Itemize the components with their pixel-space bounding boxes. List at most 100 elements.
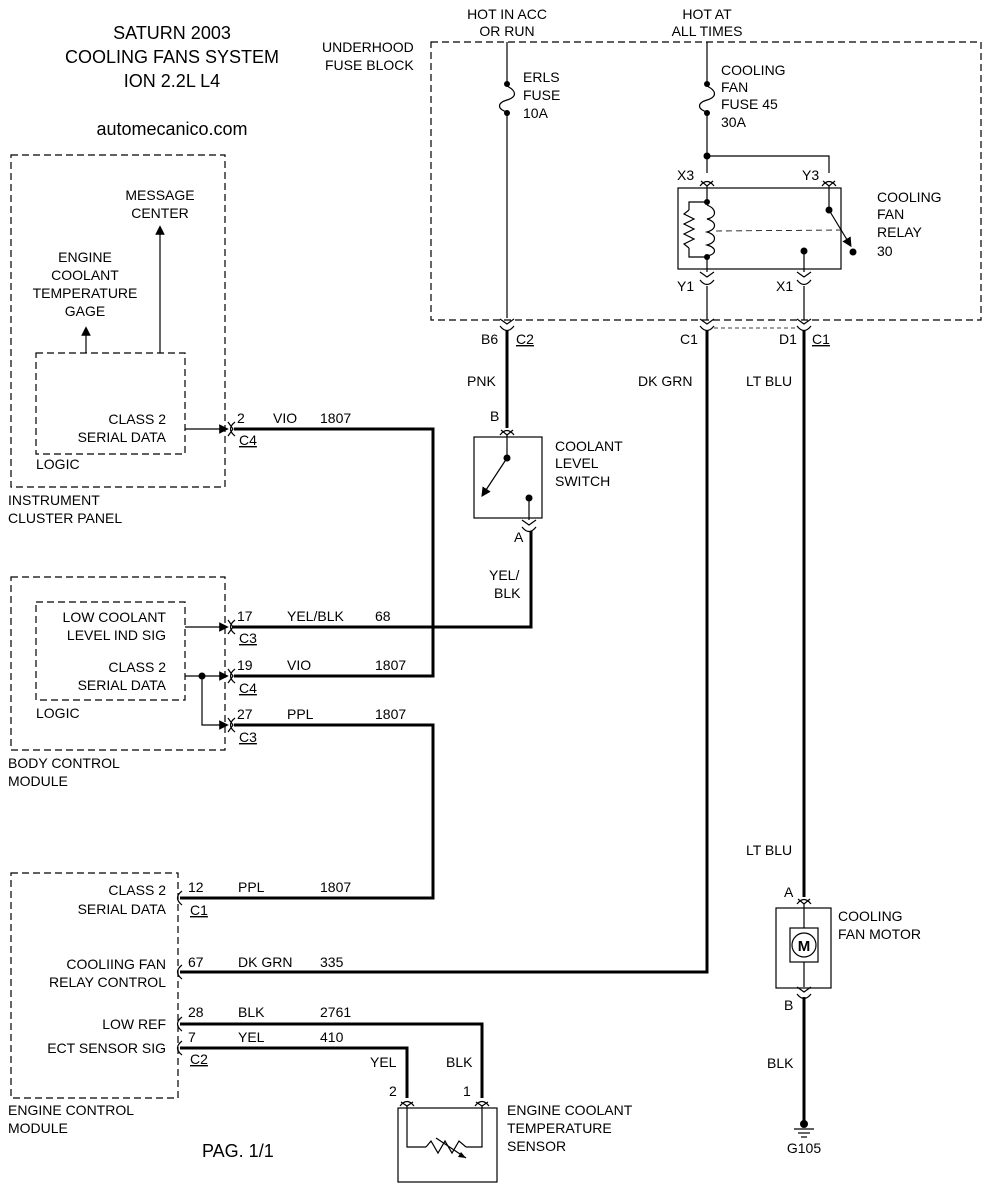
bcm-conn-c4-19: C4 bbox=[239, 680, 257, 696]
fuse-block-label-1: UNDERHOOD bbox=[322, 39, 414, 55]
bcm-class2-label-2: SERIAL DATA bbox=[78, 677, 167, 693]
cooling-fan-relay: X3 Y3 Y1 X1 COOLING FAN RELAY bbox=[677, 167, 942, 294]
wire-dk-grn-top-label: DK GRN bbox=[638, 373, 692, 389]
instrument-cluster-panel: MESSAGE CENTER ENGINE COOLANT TEMPERATUR… bbox=[8, 154, 257, 526]
ecm-pin-7: 7 bbox=[188, 1029, 196, 1045]
title-line-2: COOLING FANS SYSTEM bbox=[65, 47, 279, 67]
bcm-27-wire-circuit: 1807 bbox=[375, 706, 406, 722]
relay-label-3: RELAY bbox=[877, 224, 923, 240]
motor-pin-b: B bbox=[784, 997, 793, 1013]
sensor-label-3: SENSOR bbox=[507, 1138, 566, 1154]
ecm-conn-c1: C1 bbox=[190, 902, 208, 918]
motor-symbol: M bbox=[798, 938, 811, 955]
erls-label-1: ERLS bbox=[523, 69, 560, 85]
cooling-fan-fuse-45: COOLING FAN FUSE 45 30A bbox=[698, 42, 830, 173]
ipc-logic-label: LOGIC bbox=[36, 456, 80, 472]
ecm-pin-12: 12 bbox=[188, 879, 204, 895]
conn-c2-top: C2 bbox=[516, 331, 534, 347]
sensor-label-2: TEMPERATURE bbox=[507, 1120, 612, 1136]
motor-label-1: COOLING bbox=[838, 908, 903, 924]
switch-label-2: LEVEL bbox=[555, 455, 599, 471]
conn-c1-d1: C1 bbox=[812, 331, 830, 347]
cooling-fan-motor: A M B COOLING FAN MOTOR bbox=[775, 884, 921, 1013]
underhood-fuse-block-outline bbox=[430, 41, 982, 321]
relay-label-4: 30 bbox=[877, 243, 893, 259]
ecm-12-wire-circuit: 1807 bbox=[320, 879, 351, 895]
relay-pin-x3: X3 bbox=[677, 167, 694, 183]
coolant-level-switch: B A COOLANT LEVEL SWITCH bbox=[473, 408, 623, 545]
hot-acc-label-2: OR RUN bbox=[479, 23, 534, 39]
fan-fuse-label-3: FUSE 45 bbox=[721, 96, 778, 112]
conn-b6: B6 bbox=[481, 331, 498, 347]
ipc-class2-label-1: CLASS 2 bbox=[108, 411, 166, 427]
ecm-ect-label: ECT SENSOR SIG bbox=[47, 1040, 166, 1056]
body-control-module: LOW COOLANT LEVEL IND SIG CLASS 2 SERIAL… bbox=[8, 576, 257, 789]
gage-label-4: GAGE bbox=[65, 303, 105, 319]
bcm-low-coolant-label-2: LEVEL IND SIG bbox=[67, 627, 166, 643]
bcm-19-wire-circuit: 1807 bbox=[375, 657, 406, 673]
ecm-label-2: MODULE bbox=[8, 1120, 68, 1136]
conn-c1-y1: C1 bbox=[680, 331, 698, 347]
bcm-logic-label: LOGIC bbox=[36, 705, 80, 721]
hot-acc-label-1: HOT IN ACC bbox=[467, 6, 547, 22]
bcm-pin-19: 19 bbox=[237, 657, 253, 673]
hot-always-label-1: HOT AT bbox=[682, 6, 732, 22]
switch-label-1: COOLANT bbox=[555, 438, 623, 454]
ecm-label-1: ENGINE CONTROL bbox=[8, 1102, 134, 1118]
wire-yel-blk-label-2: BLK bbox=[494, 585, 521, 601]
title-line-1: SATURN 2003 bbox=[113, 23, 231, 43]
site-name: automecanico.com bbox=[96, 119, 247, 139]
sensor-pin-1: 1 bbox=[463, 1083, 471, 1099]
conn-d1: D1 bbox=[779, 331, 797, 347]
relay-pin-y1: Y1 bbox=[677, 278, 694, 294]
relay-label-2: FAN bbox=[877, 206, 904, 222]
bcm-conn-c3-17: C3 bbox=[239, 630, 257, 646]
ipc-wire-color: VIO bbox=[273, 410, 297, 426]
ecm-67-wire-circuit: 335 bbox=[320, 954, 344, 970]
ipc-label-1: INSTRUMENT bbox=[8, 492, 100, 508]
message-center-label-1: MESSAGE bbox=[125, 187, 194, 203]
ecm-28-wire-circuit: 2761 bbox=[320, 1004, 351, 1020]
sensor-pin-2: 2 bbox=[389, 1083, 397, 1099]
title-line-3: ION 2.2L L4 bbox=[124, 71, 220, 91]
bcm-label-1: BODY CONTROL bbox=[8, 755, 120, 771]
ground-label: G105 bbox=[787, 1140, 821, 1156]
gage-label-2: COOLANT bbox=[51, 267, 119, 283]
ipc-wire-circuit: 1807 bbox=[320, 410, 351, 426]
bcm-low-coolant-label-1: LOW COOLANT bbox=[63, 609, 167, 625]
ecm-7-wire-circuit: 410 bbox=[320, 1029, 344, 1045]
message-center-label-2: CENTER bbox=[131, 205, 189, 221]
page-number: PAG. 1/1 bbox=[202, 1141, 274, 1161]
ipc-conn-c4: C4 bbox=[239, 432, 257, 448]
bcm-27-wire-color: PPL bbox=[287, 706, 314, 722]
wire-lt-blu-top-label: LT BLU bbox=[746, 373, 792, 389]
gage-label-3: TEMPERATURE bbox=[33, 285, 138, 301]
wire-blk-motor-label: BLK bbox=[767, 1055, 794, 1071]
bcm-pin-27: 27 bbox=[237, 706, 253, 722]
bcm-pin-17: 17 bbox=[237, 608, 253, 624]
ipc-pin-2: 2 bbox=[237, 410, 245, 426]
erls-label-3: 10A bbox=[523, 105, 549, 121]
bcm-19-wire-color: VIO bbox=[287, 657, 311, 673]
motor-label-2: FAN MOTOR bbox=[838, 926, 921, 942]
bcm-label-2: MODULE bbox=[8, 773, 68, 789]
fuse-block-bottom-connectors: B6 C2 C1 D1 C1 bbox=[481, 318, 830, 347]
hot-always-label-2: ALL TIMES bbox=[672, 23, 743, 39]
switch-pin-b: B bbox=[490, 408, 499, 424]
ipc-label-2: CLUSTER PANEL bbox=[8, 510, 122, 526]
motor-pin-a: A bbox=[784, 884, 794, 900]
ecm-12-wire-color: PPL bbox=[238, 879, 265, 895]
engine-coolant-temperature-sensor: YEL BLK 2 1 ENGINE COOLANT TEMPERATURE S… bbox=[370, 1054, 633, 1183]
ecm-class2-label-1: CLASS 2 bbox=[108, 882, 166, 898]
wire-yel-blk-label-1: YEL/ bbox=[489, 567, 519, 583]
switch-label-3: SWITCH bbox=[555, 473, 610, 489]
relay-pin-y3: Y3 bbox=[802, 167, 819, 183]
ecm-67-wire-color: DK GRN bbox=[238, 954, 292, 970]
fan-fuse-label-1: COOLING bbox=[721, 62, 786, 78]
bcm-conn-c3-27: C3 bbox=[239, 729, 257, 745]
sensor-yel-label: YEL bbox=[370, 1054, 397, 1070]
sensor-blk-label: BLK bbox=[446, 1054, 473, 1070]
gage-label-1: ENGINE bbox=[58, 249, 112, 265]
erls-fuse: ERLS FUSE 10A bbox=[498, 42, 560, 318]
